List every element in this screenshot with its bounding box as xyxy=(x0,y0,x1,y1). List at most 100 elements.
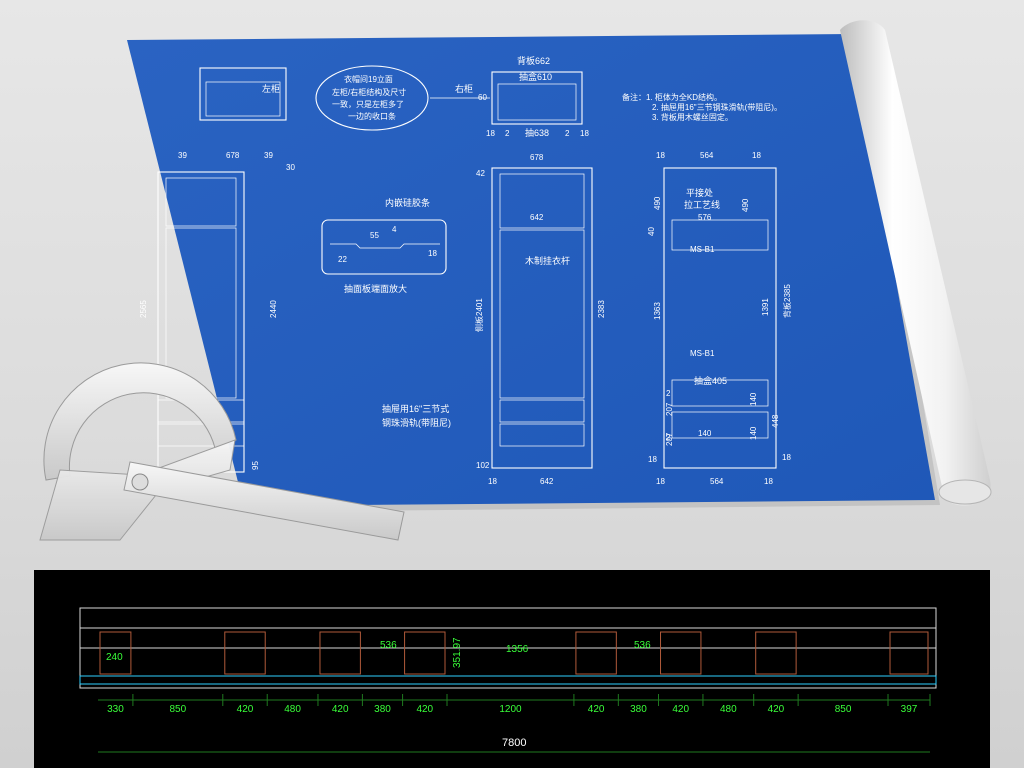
right-dim-207: 207 xyxy=(665,402,674,416)
right-cabinet-label: 右柜 xyxy=(455,83,473,94)
note-line-2: 左柜/右柜结构及尺寸 xyxy=(332,87,406,97)
blueprint-sheet xyxy=(127,20,992,512)
mid-elev-drawer-1 xyxy=(499,399,585,423)
right-dim-18a: 18 xyxy=(656,151,665,160)
detail-dim-55: 55 xyxy=(370,231,379,240)
top-view-right-inner xyxy=(497,83,577,121)
cad-dim-label: 420 xyxy=(588,704,605,715)
left-dim-2565: 2565 xyxy=(139,300,148,318)
left-dim-95: 95 xyxy=(251,461,260,470)
cad-dim-label: 420 xyxy=(332,704,349,715)
detail-dim-18: 18 xyxy=(428,249,437,258)
left-dim-2440: 2440 xyxy=(269,300,278,318)
right-elev-drawer-1 xyxy=(671,379,769,407)
mid-dim-2383: 2383 xyxy=(597,300,606,318)
note-2: 2. 抽屉用16"三节钢珠滑轨(带阻尼)。 xyxy=(652,102,782,112)
note-line-1: 衣帽间19立面 xyxy=(344,74,393,84)
cad-cabinet-segment xyxy=(404,631,446,675)
right-dim-40: 40 xyxy=(647,227,656,236)
right-dim-490: 490 xyxy=(653,196,662,210)
blueprint-paper xyxy=(127,34,935,506)
detail-title: 内嵌硅胶条 xyxy=(385,197,430,208)
protractor-ruler xyxy=(39,362,405,541)
top-view-right xyxy=(491,71,583,125)
ruler-pivot xyxy=(131,473,149,491)
right-dim-2b: 2 xyxy=(666,433,671,442)
slide-note-2: 钢珠滑轨(带阻尼) xyxy=(382,417,451,428)
right-dim-448: 448 xyxy=(771,414,780,428)
cad-inner-240: 240 xyxy=(106,652,123,663)
ruler-blade xyxy=(123,461,405,541)
left-elev-drawer-2 xyxy=(157,423,245,447)
cad-dim-label: 480 xyxy=(284,704,301,715)
cad-dim-label: 330 xyxy=(107,704,124,715)
cad-cabinet-segment xyxy=(224,631,266,675)
slide-note-1: 抽屉用16"三节式 xyxy=(382,403,449,414)
back-panel-right: 背板2385 xyxy=(782,284,792,318)
mid-dim-678: 678 xyxy=(530,153,544,162)
cad-cabinet-segment xyxy=(889,631,929,675)
right-dim-564b: 564 xyxy=(710,477,724,486)
mid-elev-drawer-2 xyxy=(499,423,585,447)
paper-roll xyxy=(840,20,991,506)
note-line-4: 一边的收口条 xyxy=(348,111,396,121)
paper-roll-end xyxy=(938,479,992,505)
right-dim-18e: 18 xyxy=(648,455,657,464)
top-view-left xyxy=(199,67,287,121)
left-dim-39: 39 xyxy=(178,151,187,160)
right-dim-490b: 490 xyxy=(741,198,750,212)
left-dim-39r: 39 xyxy=(264,151,273,160)
cad-inner-536a: 536 xyxy=(380,640,397,651)
detail-caption: 抽面板端面放大 xyxy=(344,283,407,294)
mid-dim-642b: 642 xyxy=(540,477,554,486)
mid-elev-top-shelf xyxy=(499,173,585,229)
right-dim-140b: 140 xyxy=(749,392,758,406)
cad-cabinet-segment xyxy=(755,631,797,675)
cad-dim-label: 850 xyxy=(835,704,852,715)
mid-elevation-outer xyxy=(491,167,593,469)
left-dim-678: 678 xyxy=(226,151,240,160)
cad-dim-label: 480 xyxy=(720,704,737,715)
cad-dim-label: 420 xyxy=(672,704,689,715)
cad-dim-label: 420 xyxy=(768,704,785,715)
ms-b1-bottom: MS-B1 xyxy=(690,349,715,358)
right-dim-1363: 1363 xyxy=(653,302,662,320)
drawer-box-dim: 抽盒610 xyxy=(519,71,552,82)
protractor-arc xyxy=(43,362,237,481)
right-dim-18f: 18 xyxy=(764,477,773,486)
note-3: 3. 背板用木螺丝固定。 xyxy=(652,112,733,122)
cad-dividers xyxy=(99,631,929,675)
cad-cabinet-segment xyxy=(99,631,132,675)
detail-frame xyxy=(321,219,447,275)
drawer-dim: 抽638 xyxy=(525,127,549,138)
top-dim-2b: 2 xyxy=(565,129,570,138)
craft-line: 拉工艺线 xyxy=(684,199,720,210)
cad-inner-351: 351.97 xyxy=(452,637,463,668)
right-dim-564a: 564 xyxy=(700,151,714,160)
right-dim-576: 576 xyxy=(698,213,712,222)
cad-cabinet-segment xyxy=(319,631,361,675)
note-line-3: 一致，只是左柜多了 xyxy=(332,99,404,109)
right-dim-207b: 207 xyxy=(665,432,674,446)
right-dim-18c: 18 xyxy=(782,453,791,462)
cad-dim-label: 397 xyxy=(901,704,918,715)
note-ellipse xyxy=(315,65,429,131)
cad-dim-label: 420 xyxy=(416,704,433,715)
mid-elev-hanging xyxy=(499,229,585,399)
cad-cabinet-segment xyxy=(575,631,617,675)
top-dim-18a: 18 xyxy=(486,129,495,138)
cad-base xyxy=(79,675,937,685)
cad-cabinet-segment xyxy=(660,631,702,675)
right-dim-1391: 1391 xyxy=(761,298,770,316)
right-dim-18b: 18 xyxy=(752,151,761,160)
detail-profile xyxy=(330,243,440,249)
cad-dim-label: 380 xyxy=(374,704,391,715)
left-dim-30: 30 xyxy=(286,163,295,172)
depth-dim: 60 xyxy=(478,93,487,102)
left-cabinet-label: 左柜 xyxy=(262,83,280,94)
mid-dim-18: 18 xyxy=(488,477,497,486)
right-dim-2a: 2 xyxy=(666,389,671,398)
